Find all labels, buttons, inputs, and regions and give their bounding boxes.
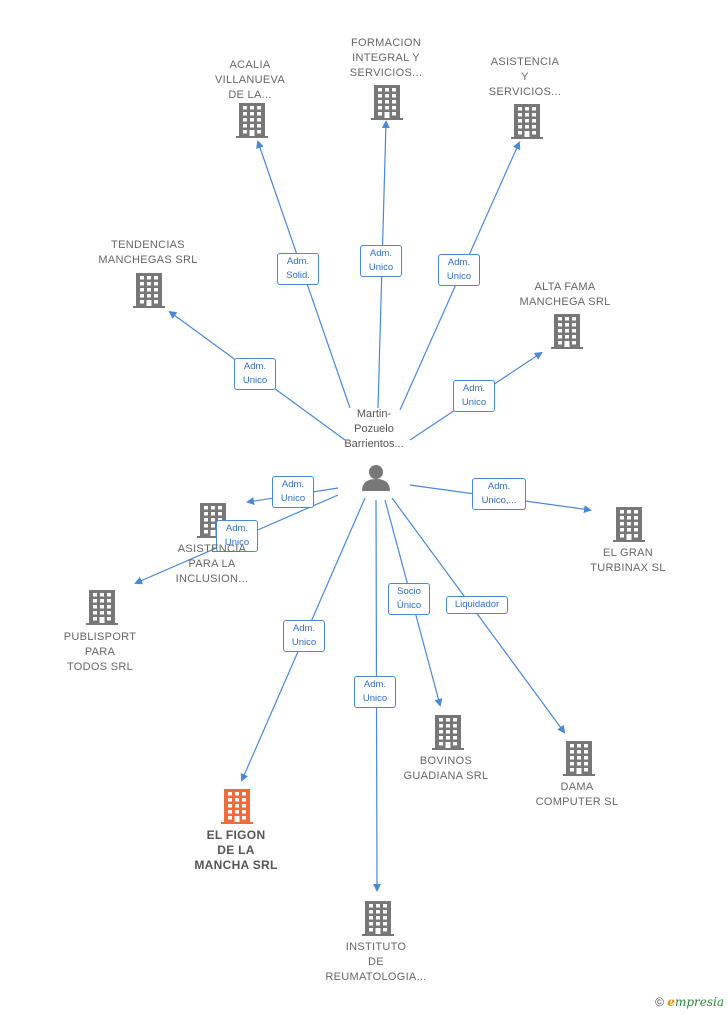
edge-label-el-figon[interactable]: Adm. Unico: [283, 620, 325, 652]
edge-label-formacion[interactable]: Adm. Unico: [360, 245, 402, 277]
building-icon-instituto[interactable]: [362, 901, 394, 936]
company-label-formacion[interactable]: FORMACION INTEGRAL Y SERVICIOS...: [349, 37, 423, 79]
copyright-symbol: ©: [655, 995, 664, 1009]
empresia-logo: empresia: [667, 995, 724, 1009]
company-label-el-figon[interactable]: EL FIGON DE LA MANCHA SRL: [194, 828, 278, 872]
edge-label-el-gran-turbinax[interactable]: Adm. Unico,...: [472, 478, 526, 510]
building-icon-el-gran-turbinax[interactable]: [613, 507, 645, 542]
edge-label-bovinos[interactable]: Socio Único: [388, 583, 430, 615]
company-label-alta-fama[interactable]: ALTA FAMA MANCHEGA SRL: [519, 281, 611, 308]
edge-label-asistencia-inclusion[interactable]: Adm. Unico: [272, 476, 314, 508]
building-icon-dama[interactable]: [563, 741, 595, 776]
company-label-el-gran-turbinax[interactable]: EL GRAN TURBINAX SL: [590, 547, 666, 574]
company-label-asistencia-inclusion[interactable]: ASISTENCIA PARA LA INCLUSION...: [175, 543, 249, 585]
building-icon-asistencia-servicios[interactable]: [511, 104, 543, 139]
company-label-dama[interactable]: DAMA COMPUTER SL: [535, 781, 619, 808]
building-icon-formacion[interactable]: [371, 85, 403, 120]
edge-label-asistencia-servicios[interactable]: Adm. Unico: [438, 254, 480, 286]
footer-brand: © empresia: [655, 995, 724, 1009]
building-icon-alta-fama[interactable]: [551, 314, 583, 349]
company-label-instituto[interactable]: INSTITUTO DE REUMATOLOGIA...: [325, 941, 427, 983]
company-label-asistencia-servicios[interactable]: ASISTENCIA Y SERVICIOS...: [488, 56, 562, 98]
edge-label-acalia[interactable]: Adm. Solid.: [277, 253, 319, 285]
company-label-acalia[interactable]: ACALIA VILLANUEVA DE LA...: [214, 59, 286, 101]
company-label-tendencias[interactable]: TENDENCIAS MANCHEGAS SRL: [98, 239, 198, 266]
edge-label-tendencias[interactable]: Adm. Unico: [234, 358, 276, 390]
edge-line-dama: [391, 497, 566, 734]
edge-label-publisport[interactable]: Adm. Unico: [216, 520, 258, 552]
building-icon-acalia[interactable]: [236, 103, 268, 138]
edge-label-alta-fama[interactable]: Adm. Unico: [453, 380, 495, 412]
company-label-publisport[interactable]: PUBLISPORT PARA TODOS SRL: [63, 631, 137, 673]
building-icon-publisport[interactable]: [86, 590, 118, 625]
company-label-bovinos[interactable]: BOVINOS GUADIANA SRL: [403, 755, 489, 782]
building-icon-tendencias[interactable]: [133, 273, 165, 308]
person-icon[interactable]: [362, 465, 390, 491]
edge-label-instituto[interactable]: Adm. Unico: [354, 676, 396, 708]
person-label[interactable]: Martin- Pozuelo Barrientos...: [344, 408, 404, 450]
building-icon-el-figon[interactable]: [221, 789, 253, 824]
building-icon-bovinos[interactable]: [432, 715, 464, 750]
edge-label-dama[interactable]: Liquidador: [446, 596, 508, 614]
